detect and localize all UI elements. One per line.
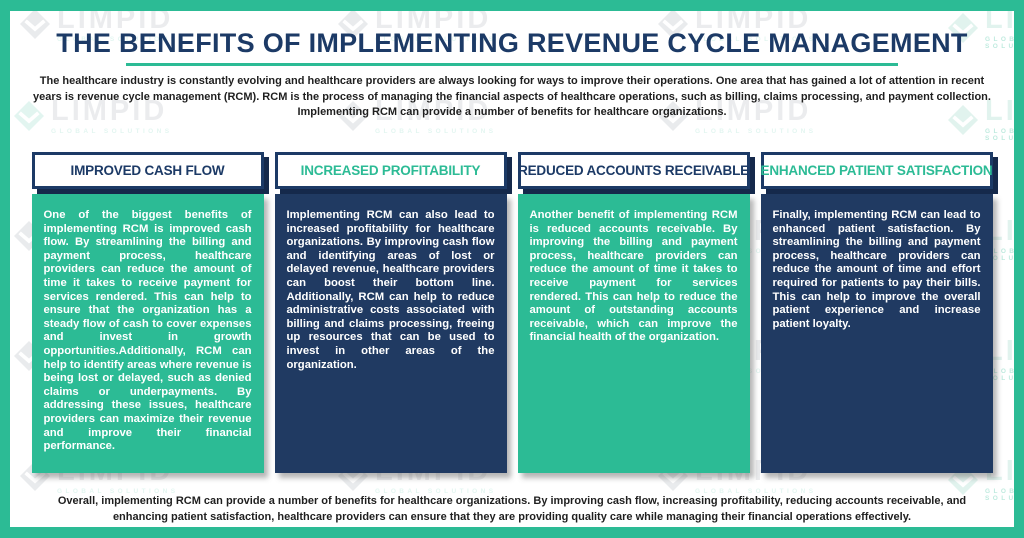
benefit-card-text: Another benefit of implementing RCM is r… bbox=[529, 209, 738, 344]
benefit-card-header: ENHANCED PATIENT SATISFACTION bbox=[760, 152, 993, 189]
benefit-card-title: IMPROVED CASH FLOW bbox=[70, 163, 225, 178]
benefit-card-enhanced-patient-satisfaction: ENHANCED PATIENT SATISFACTION Finally, i… bbox=[760, 152, 993, 473]
benefit-card-title: ENHANCED PATIENT SATISFACTION bbox=[760, 163, 993, 178]
benefit-card-improved-cash-flow: IMPROVED CASH FLOW One of the biggest be… bbox=[31, 152, 264, 473]
benefit-card-text: Implementing RCM can also lead to increa… bbox=[286, 209, 495, 371]
benefit-card-header: REDUCED ACCOUNTS RECEIVABLE bbox=[517, 152, 750, 189]
benefit-card-title: REDUCED ACCOUNTS RECEIVABLE bbox=[518, 163, 749, 178]
title-underline bbox=[126, 63, 898, 66]
infographic-content: THE BENEFITS OF IMPLEMENTING REVENUE CYC… bbox=[10, 28, 1014, 527]
benefit-card-text: Finally, implementing RCM can lead to en… bbox=[772, 209, 981, 330]
benefit-card-title: INCREASED PROFITABILITY bbox=[300, 163, 481, 178]
benefit-card-body: Finally, implementing RCM can lead to en… bbox=[760, 194, 993, 473]
benefit-card-header: INCREASED PROFITABILITY bbox=[274, 152, 507, 189]
benefit-cards-row: IMPROVED CASH FLOW One of the biggest be… bbox=[10, 152, 1014, 473]
page-title: THE BENEFITS OF IMPLEMENTING REVENUE CYC… bbox=[56, 28, 968, 58]
benefit-card-body: Implementing RCM can also lead to increa… bbox=[274, 194, 507, 473]
benefit-card-header: IMPROVED CASH FLOW bbox=[31, 152, 264, 189]
benefit-card-text: One of the biggest benefits of implement… bbox=[43, 209, 252, 453]
benefit-card-body: Another benefit of implementing RCM is r… bbox=[517, 194, 750, 473]
intro-paragraph: The healthcare industry is constantly ev… bbox=[33, 75, 991, 119]
benefit-card-increased-profitability: INCREASED PROFITABILITY Implementing RCM… bbox=[274, 152, 507, 473]
outro-paragraph: Overall, implementing RCM can provide a … bbox=[57, 495, 967, 523]
benefit-card-body: One of the biggest benefits of implement… bbox=[31, 194, 264, 473]
benefit-card-reduced-accounts-receivable: REDUCED ACCOUNTS RECEIVABLE Another bene… bbox=[517, 152, 750, 473]
